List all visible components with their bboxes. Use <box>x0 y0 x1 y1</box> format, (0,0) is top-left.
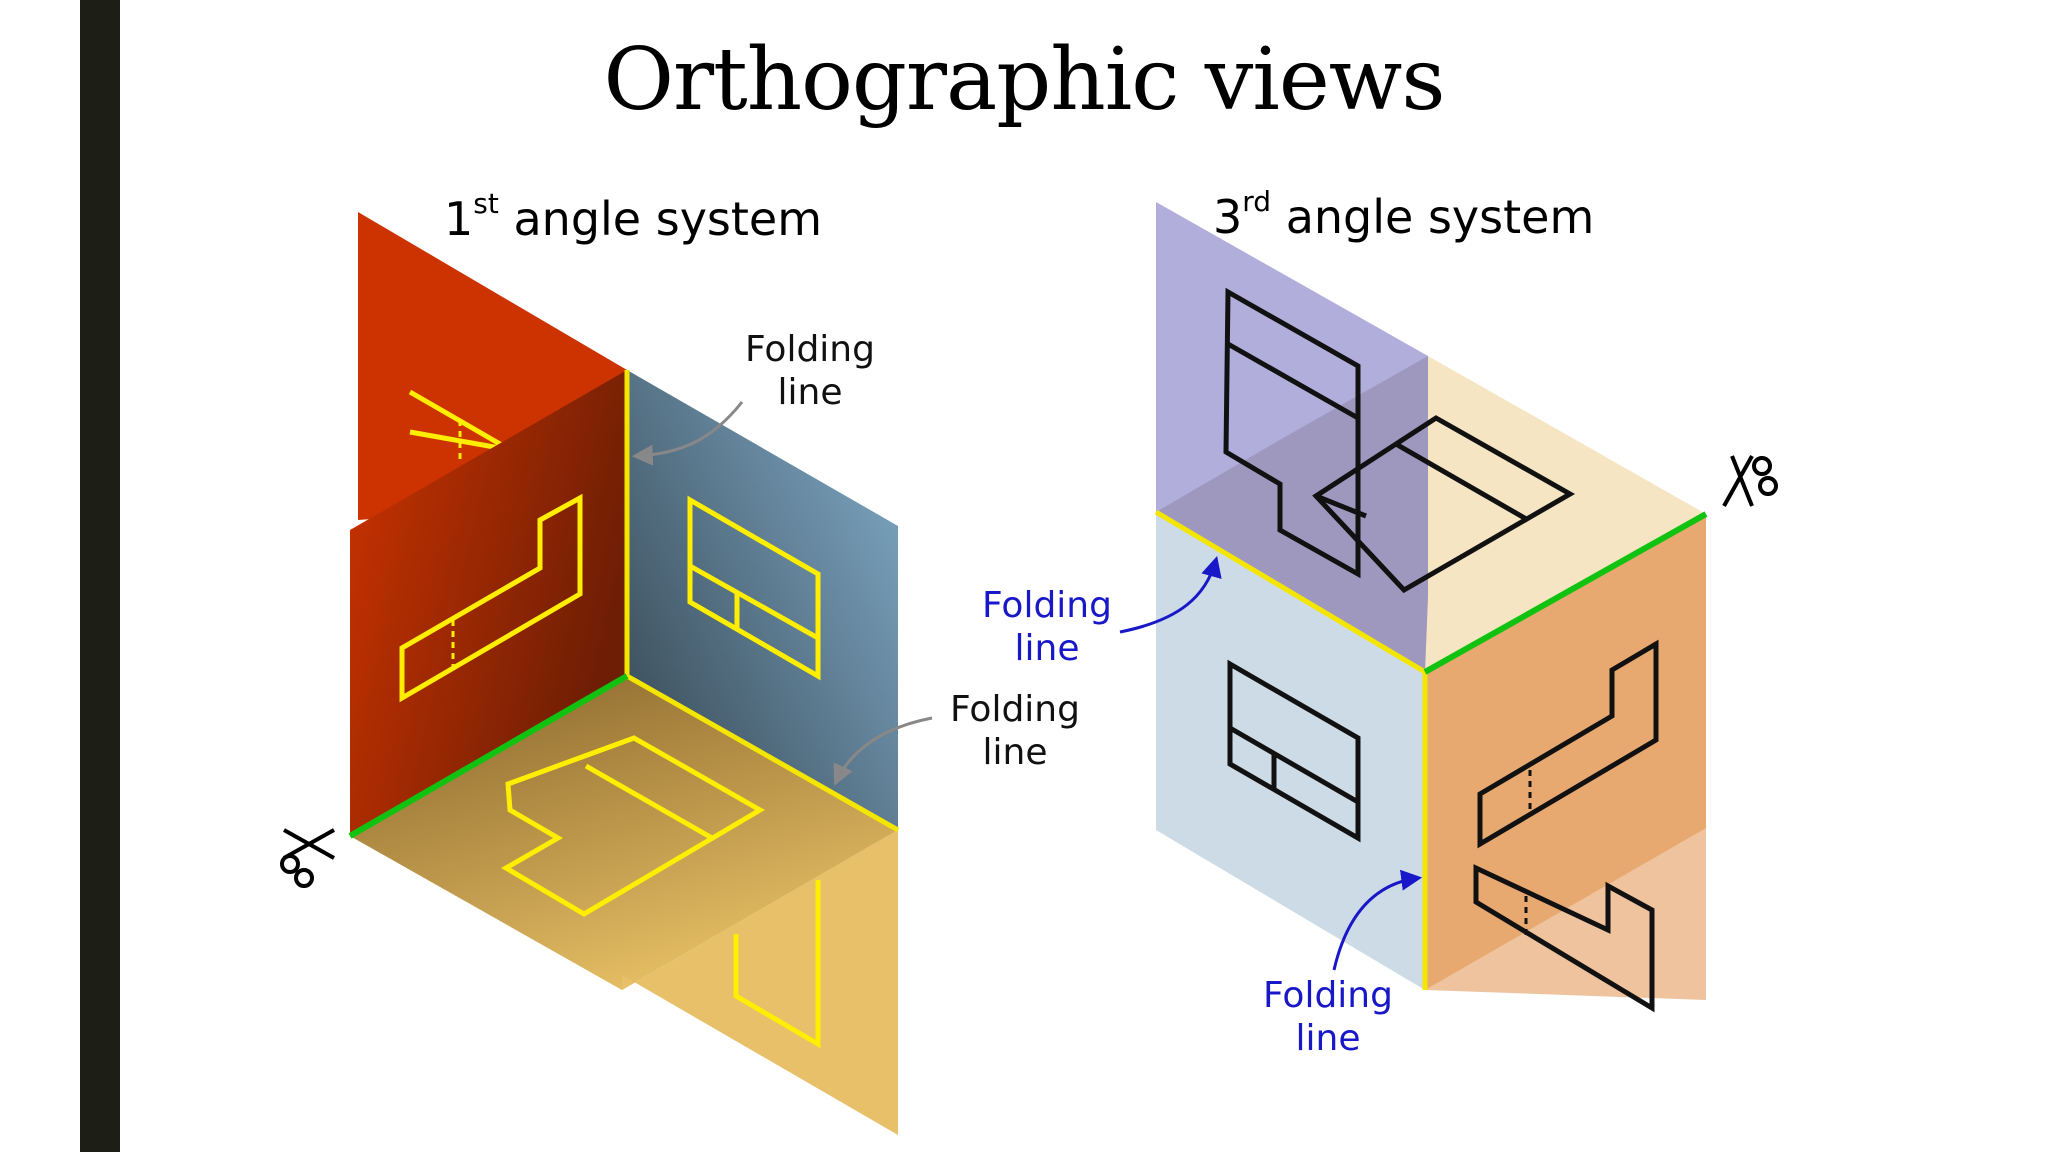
fold-label-line2: line <box>777 372 843 413</box>
fold-label-line1: Folding <box>745 329 875 370</box>
first-right-panel <box>627 370 898 830</box>
first-front-view <box>399 493 583 703</box>
first-bottom-fold-arrow <box>833 716 933 786</box>
third-plan-view-line <box>1394 441 1530 523</box>
first-top-view-line <box>584 763 714 841</box>
first-top-fold-label: Folding line <box>720 328 900 414</box>
third-system-text: angle system <box>1285 190 1595 244</box>
fold-label-line1: Folding <box>950 689 1080 730</box>
first-system-number: 1 <box>444 192 474 246</box>
fold-label-line1: Folding <box>1263 975 1393 1016</box>
third-side-view <box>1477 639 1659 849</box>
third-angle-model <box>1119 202 1708 1013</box>
first-left-panel <box>350 370 627 836</box>
third-top-view-line <box>1226 341 1360 421</box>
third-system-suffix: rd <box>1242 185 1272 218</box>
scissors-icon <box>1722 455 1778 507</box>
first-angle-system-label: 1st angle system <box>444 190 823 247</box>
third-front-view-line <box>1228 725 1360 805</box>
first-top-fold-arrow <box>631 401 744 466</box>
first-bottom-fold-label: Folding line <box>925 688 1105 774</box>
scissors-icon <box>280 828 335 888</box>
fold-label-line2: line <box>1014 628 1080 669</box>
first-system-suffix: st <box>473 187 499 220</box>
third-fold-line-top <box>1154 509 1427 675</box>
first-top-view <box>501 735 765 917</box>
third-system-number: 3 <box>1213 190 1243 244</box>
first-system-text: angle system <box>513 192 823 246</box>
first-side-view-line <box>688 563 820 641</box>
third-top-view <box>1223 287 1361 579</box>
slide-side-bar <box>80 0 120 1152</box>
third-bottom-fold-label: Folding line <box>1238 974 1418 1060</box>
third-side-flap-view <box>1473 864 1655 1013</box>
third-left-panel <box>1156 512 1425 990</box>
first-angle-model <box>348 212 933 1135</box>
fold-label-line2: line <box>1295 1018 1361 1059</box>
third-plan-view-line <box>1315 493 1367 519</box>
slide-title: Orthographic views <box>603 30 1446 130</box>
first-fold-line-green <box>348 673 629 839</box>
fold-label-line2: line <box>982 732 1048 773</box>
third-left-fold-label: Folding line <box>957 584 1137 670</box>
first-bottom-flap-panel <box>622 830 898 1135</box>
fold-label-line1: Folding <box>982 585 1112 626</box>
third-left-fold-arrow <box>1119 555 1222 634</box>
third-bottom-fold-arrow <box>1332 869 1423 971</box>
first-bottom-flap-view <box>733 880 821 1049</box>
third-fold-line-green <box>1423 511 1708 675</box>
third-angle-system-label: 3rd angle system <box>1213 188 1595 245</box>
first-fold-line-right <box>625 673 900 833</box>
